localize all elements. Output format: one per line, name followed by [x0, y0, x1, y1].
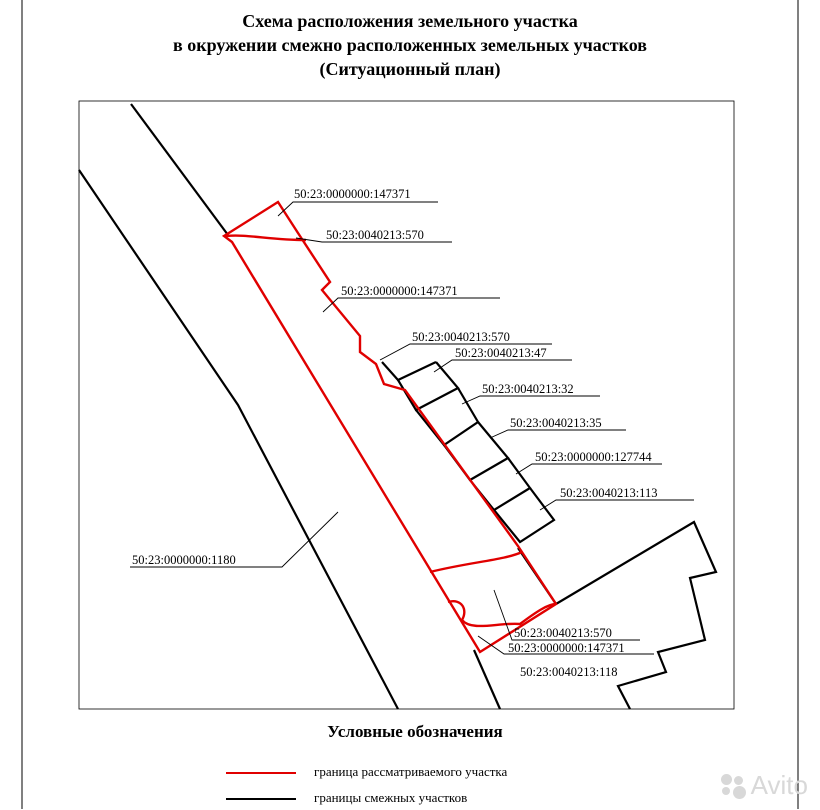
avito-watermark: Avito	[720, 770, 808, 801]
title-line-2: в окружении смежно расположенных земельн…	[173, 35, 647, 55]
legend-black-line	[226, 798, 296, 800]
parcel-35	[443, 421, 510, 482]
label-570-a: 50:23:0040213:570	[326, 228, 424, 242]
parcel-127744	[469, 457, 532, 512]
road-boundaries	[78, 103, 399, 710]
internal-boundary-south	[429, 550, 523, 574]
adjacent-parcels	[381, 361, 718, 710]
legend-item-adjacent: границы смежных участков	[226, 790, 626, 810]
avito-logo-icon	[720, 774, 747, 800]
legend-red-line	[226, 772, 296, 774]
label-35: 50:23:0040213:35	[510, 416, 602, 430]
label-118: 50:23:0040213:118	[520, 665, 617, 679]
road-west-edge	[78, 169, 399, 710]
label-47: 50:23:0040213:47	[455, 346, 547, 360]
parcel-113	[493, 487, 556, 544]
label-1180: 50:23:0000000:1180	[132, 553, 236, 567]
label-leaders	[130, 201, 694, 655]
legend-text-subject: граница рассматриваемого участка	[314, 764, 508, 779]
parcel-32	[415, 387, 480, 447]
title-line-3: (Ситуационный план)	[319, 59, 501, 79]
internal-boundary-570-south	[447, 600, 557, 628]
label-147371-a: 50:23:0000000:147371	[294, 187, 411, 201]
label-147371-b: 50:23:0000000:147371	[341, 284, 458, 298]
label-147371-c: 50:23:0000000:147371	[508, 641, 625, 655]
label-570-b: 50:23:0040213:570	[412, 330, 510, 344]
parcel-47-top	[381, 361, 437, 382]
subject-parcel	[221, 200, 558, 654]
label-32: 50:23:0040213:32	[482, 382, 574, 396]
parcel-47	[397, 361, 460, 412]
parcel-118-west	[472, 649, 502, 710]
legend-text-adjacent: границы смежных участков	[314, 790, 468, 805]
legend-heading: Условные обозначения	[327, 722, 503, 741]
label-113: 50:23:0040213:113	[560, 486, 657, 500]
watermark-text: Avito	[750, 770, 808, 800]
label-570-c: 50:23:0040213:570	[514, 626, 612, 640]
internal-boundary-north	[225, 234, 307, 242]
plan-frame	[78, 100, 735, 710]
parcel-118-boundary	[555, 520, 718, 710]
title-line-1: Схема расположения земельного участка	[242, 11, 578, 31]
subject-parcel-outline	[221, 200, 558, 654]
road-east-edge-upper	[130, 103, 229, 236]
legend-item-subject: граница рассматриваемого участка	[226, 764, 626, 784]
label-127744: 50:23:0000000:127744	[535, 450, 652, 464]
